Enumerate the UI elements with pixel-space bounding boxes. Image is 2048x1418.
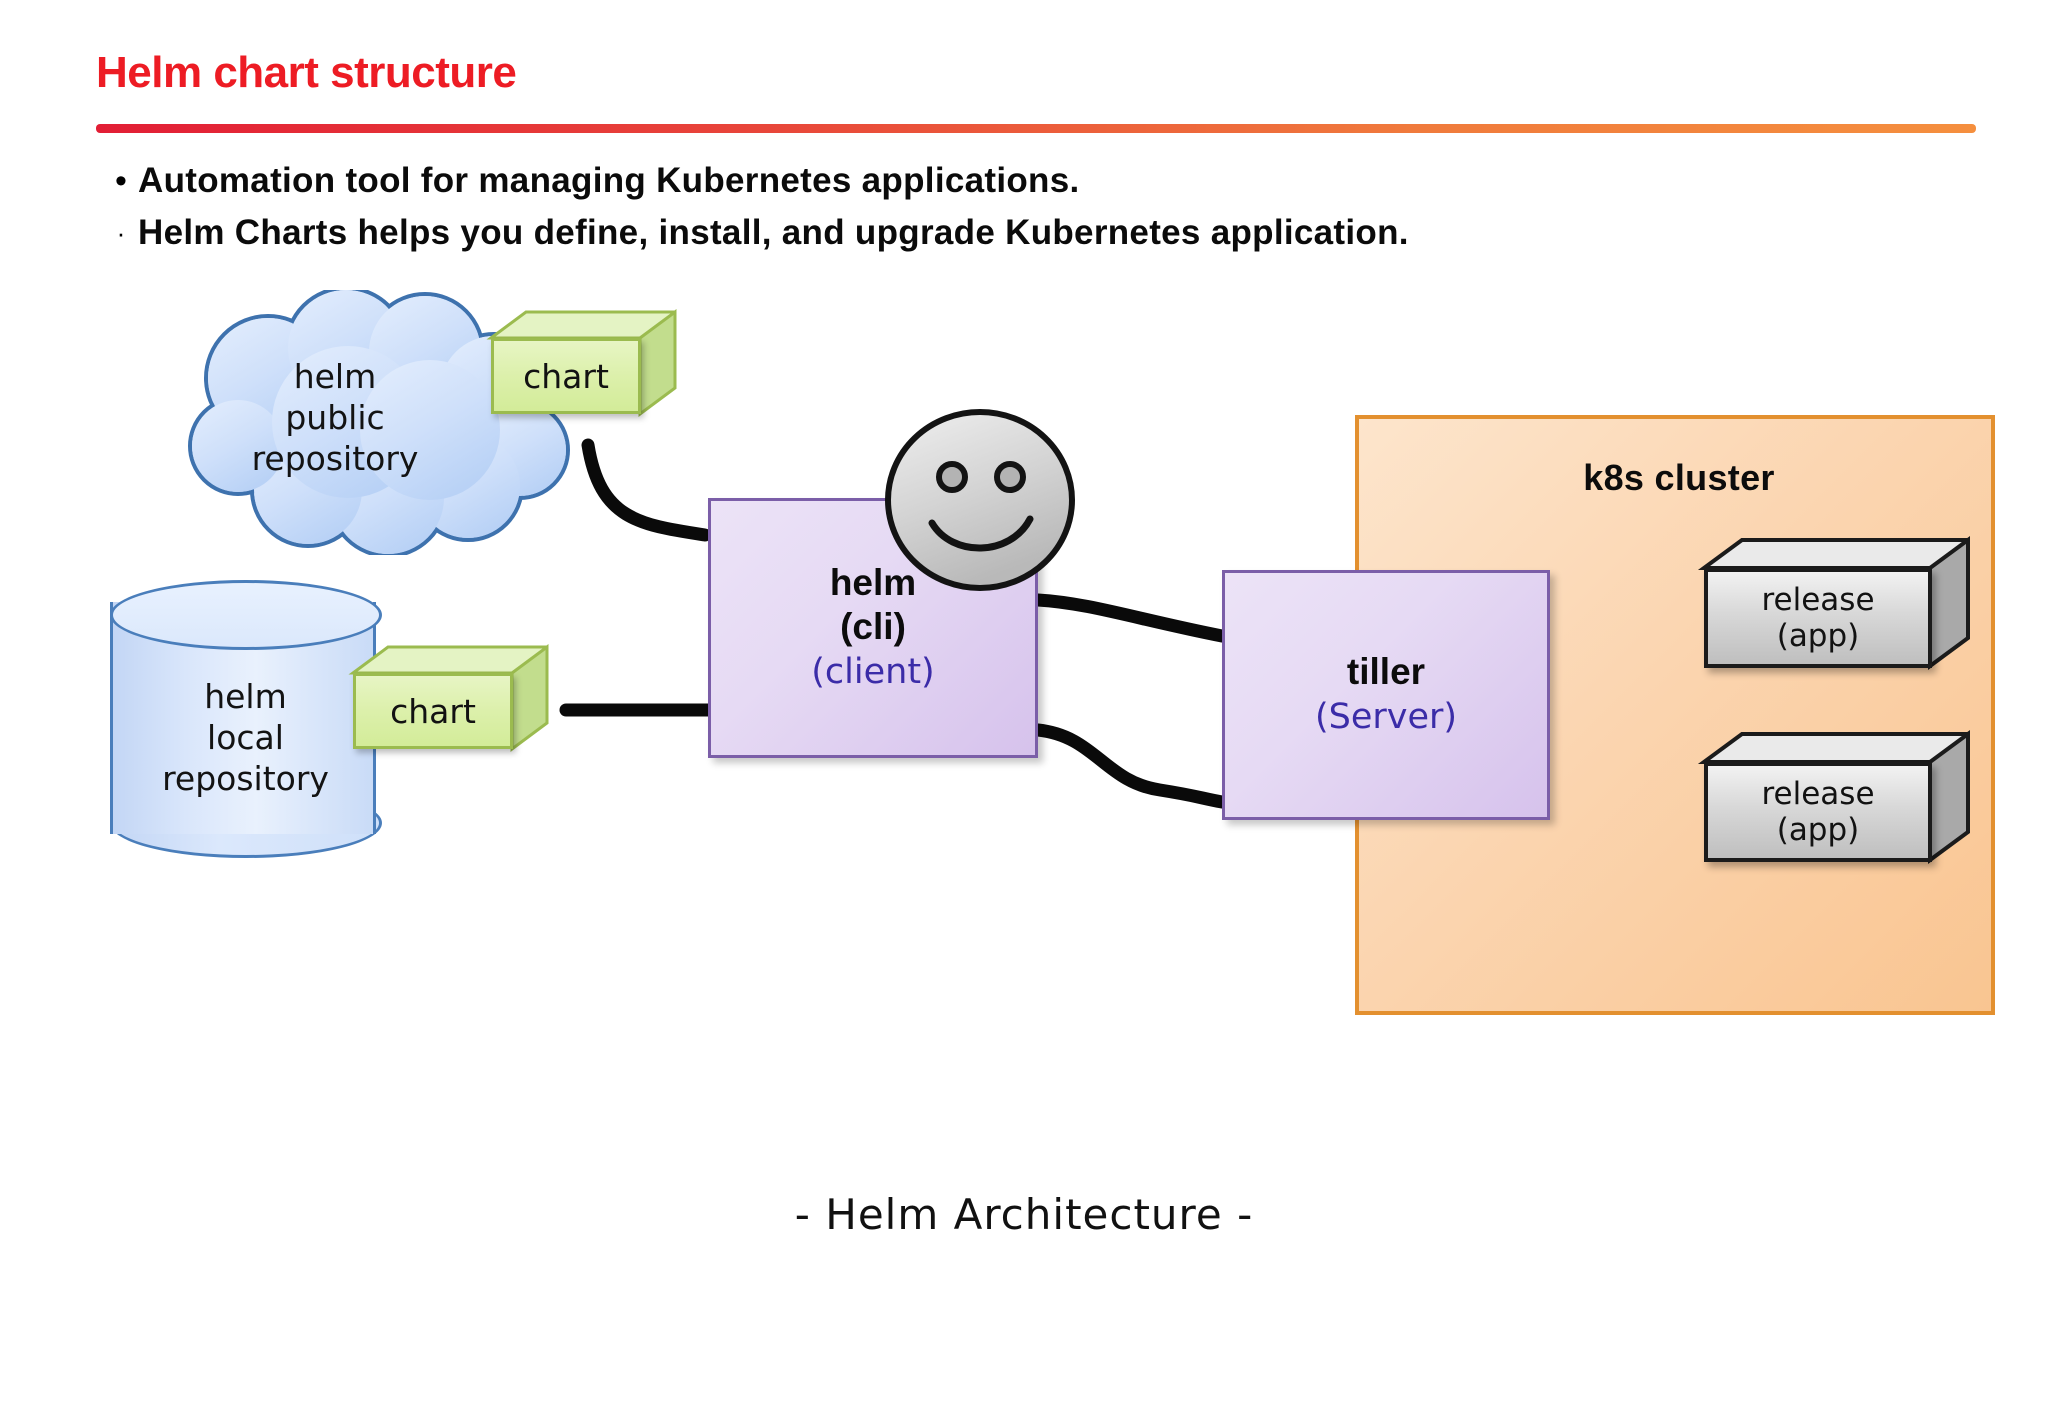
cloud-label-line-3: repository <box>251 439 419 478</box>
release-label-line-1: release <box>1761 582 1875 618</box>
cylinder-label: helm local repository <box>118 676 373 799</box>
helm-local-repository-cylinder: helm local repository <box>110 580 382 860</box>
tiller-node[interactable]: tiller (Server) <box>1222 570 1550 820</box>
cylinder-top-ellipse <box>110 580 382 650</box>
release-box-3d-icon <box>1697 730 1970 864</box>
release-box-2[interactable]: release (app) <box>1697 730 1970 868</box>
helm-cli-line-1: helm <box>829 562 917 603</box>
list-item: · Helm Charts helps you define, install,… <box>104 210 1954 256</box>
chart-package-top: chart <box>486 309 678 438</box>
release-label-line-1: release <box>1761 776 1875 812</box>
tiller-line-1: tiller <box>1346 651 1426 692</box>
bullet-text: Helm Charts helps you define, install, a… <box>138 213 1409 252</box>
smiley-face-icon <box>880 405 1080 595</box>
chart-package-bottom: chart <box>348 644 550 773</box>
bullet-marker-icon: • <box>115 162 127 200</box>
helm-cli-subtitle: (client) <box>811 652 935 692</box>
chart-box-3d-icon <box>486 309 677 417</box>
cylinder-label-line-3: repository <box>162 759 329 798</box>
helm-cli-line-2: (cli) <box>840 606 906 647</box>
chart-box-label: chart <box>491 338 641 414</box>
bullet-list: • Automation tool for managing Kubernete… <box>104 158 1954 262</box>
bullet-marker-icon: · <box>116 218 126 248</box>
release-label-line-2: (app) <box>1776 618 1860 654</box>
page-title: Helm chart structure <box>96 48 517 97</box>
chart-box-label: chart <box>353 673 513 749</box>
release-box-3d-icon <box>1697 536 1970 670</box>
release-label-line-2: (app) <box>1776 812 1860 848</box>
release-box-label: release (app) <box>1704 762 1932 862</box>
title-underline-rule <box>96 124 1976 133</box>
cylinder-label-line-1: helm <box>204 677 287 716</box>
list-item: • Automation tool for managing Kubernete… <box>104 158 1954 204</box>
tiller-subtitle: (Server) <box>1314 697 1458 737</box>
bullet-text: Automation tool for managing Kubernetes … <box>138 161 1080 200</box>
cloud-label: helm public repository <box>190 356 480 479</box>
cloud-label-line-1: helm <box>293 357 377 396</box>
diagram-caption: - Helm Architecture - <box>794 1190 1254 1239</box>
release-box-label: release (app) <box>1704 568 1932 668</box>
helm-architecture-diagram: helm public repository chart helm local … <box>0 270 2048 1270</box>
k8s-cluster-title: k8s cluster <box>1583 457 1775 498</box>
release-box-1[interactable]: release (app) <box>1697 536 1970 674</box>
cloud-label-line-2: public <box>285 398 385 437</box>
cylinder-label-line-2: local <box>207 718 284 757</box>
